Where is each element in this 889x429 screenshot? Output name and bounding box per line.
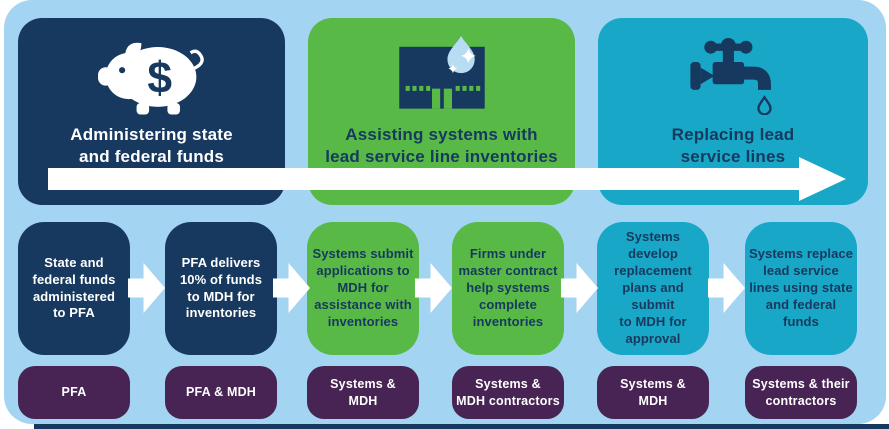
step-replace-lines: Systems replace lead service lines using… [745,222,857,355]
faucet-icon [683,31,783,119]
phase-label: Replacing lead service lines [671,125,795,167]
piggy-bank-icon: $ [97,31,206,119]
faucet-icon-svg [690,37,772,115]
bottom-border-strip [34,424,889,429]
building-water-drop-icon [392,31,492,119]
step-systems-apply: Systems submit applications to MDH for a… [307,222,419,355]
phase-label: Administering state and federal funds [70,125,233,167]
step-replacement-plans: Systems develop replacement plans and su… [597,222,709,355]
actor-systems-mdh-contractors: Systems & MDH contractors [452,366,564,419]
step-pfa-delivers-funds: PFA delivers 10% of funds to MDH for inv… [165,222,277,355]
piggy-bank-icon-svg: $ [97,42,204,115]
flow-arrow-band [48,168,800,190]
svg-text:$: $ [147,53,172,102]
actor-pfa: PFA [18,366,130,419]
step-firms-help-inventories: Firms under master contract help systems… [452,222,564,355]
actor-systems-their-contractors: Systems & their contractors [745,366,857,419]
actor-systems-mdh: Systems & MDH [307,366,419,419]
phase-label: Assisting systems with lead service line… [325,125,558,167]
step-funds-to-pfa: State and federal funds administered to … [18,222,130,355]
actor-pfa-mdh: PFA & MDH [165,366,277,419]
actor-systems-mdh-2: Systems & MDH [597,366,709,419]
building-water-drop-icon-svg [398,35,485,109]
